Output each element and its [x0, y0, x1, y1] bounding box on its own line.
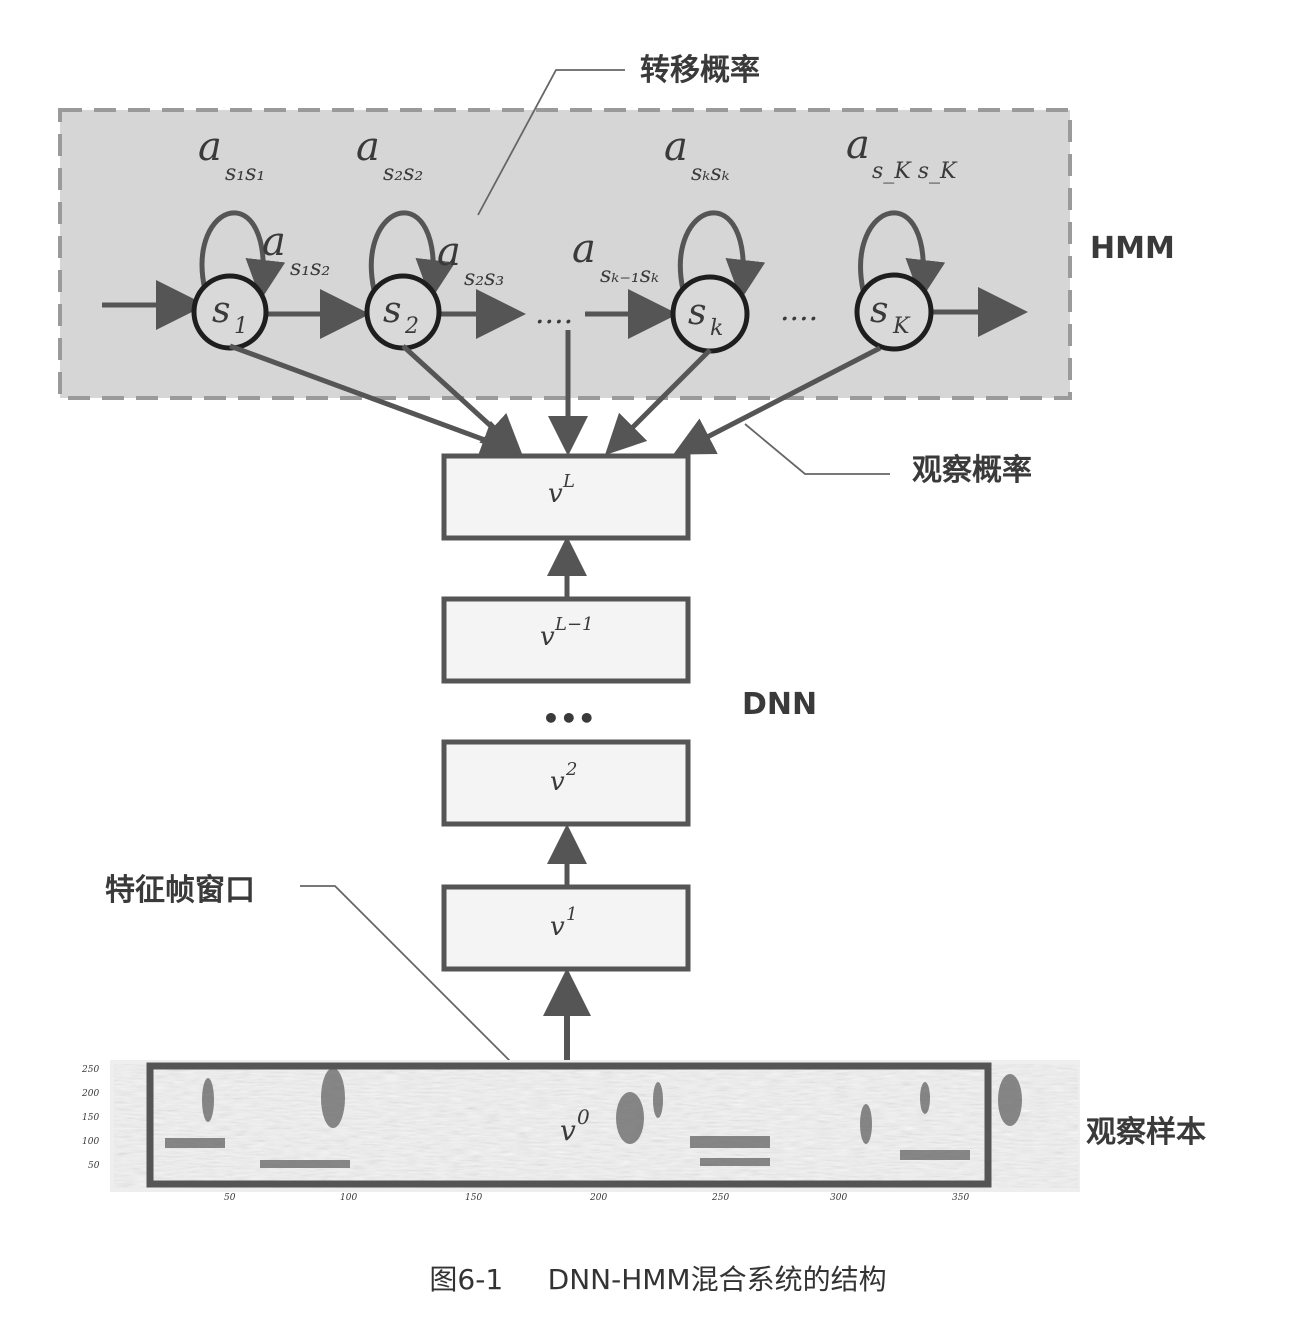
self-loop-sk: [677, 210, 766, 300]
x-tick-300: 300: [830, 1193, 847, 1203]
observation-prob-pointer: [744, 423, 890, 475]
svg-text:s₁s₁: s₁s₁: [225, 161, 265, 186]
feature-window-label: 特征帧窗口: [105, 873, 255, 908]
y-tick-200: 200: [81, 1089, 99, 1099]
self-loop-s2: [368, 210, 456, 300]
svg-text:0: 0: [577, 1105, 590, 1129]
y-tick-50: 50: [88, 1161, 100, 1171]
forward-transition-label-1: a s₁s₂: [262, 219, 330, 281]
state-sK-sub: K: [892, 314, 911, 339]
self-transition-label-K: a s_K s_K: [846, 122, 958, 184]
self-loop-s1: [199, 210, 286, 300]
x-tick-250: 250: [711, 1193, 729, 1203]
x-tick-100: 100: [340, 1193, 357, 1203]
svg-text:s_K s_K: s_K s_K: [872, 159, 958, 184]
layer-vL: v L: [441, 453, 691, 541]
svg-text:s₂s₂: s₂s₂: [383, 161, 423, 186]
state-sk-sub: k: [710, 316, 723, 341]
x-tick-150: 150: [465, 1193, 482, 1203]
state-s2: s 2: [364, 273, 442, 351]
self-transition-label-1: a s₁s₁: [198, 124, 265, 186]
svg-text:a: a: [664, 124, 688, 170]
svg-text:v: v: [540, 622, 555, 652]
emission-arrow-s2: [401, 344, 523, 455]
layer-ellipsis: •••: [542, 702, 596, 735]
x-tick-350: 350: [952, 1193, 969, 1203]
svg-text:sₖ₋₁sₖ: sₖ₋₁sₖ: [600, 263, 659, 288]
forward-transition-label-k: a sₖ₋₁sₖ: [572, 226, 659, 288]
emission-arrow-sk: [604, 348, 712, 456]
self-transition-label-2: a s₂s₂: [356, 124, 423, 186]
svg-text:a: a: [572, 226, 596, 272]
state-s2-sub: 2: [404, 314, 419, 339]
svg-text:a: a: [198, 124, 222, 170]
figure-caption: 图6-1 DNN-HMM混合系统的结构: [429, 1263, 887, 1296]
layer-v0: v 0: [560, 1105, 590, 1147]
svg-text:a: a: [356, 124, 380, 170]
layer-v1: v 1: [441, 884, 691, 972]
y-tick-100: 100: [82, 1137, 99, 1147]
svg-text:s₂s₃: s₂s₃: [464, 266, 504, 291]
observation-sample-label: 观察样本: [1086, 1115, 1206, 1150]
layer-v2: v 2: [441, 739, 691, 827]
emission-arrow-s1: [229, 343, 522, 459]
svg-text:v: v: [560, 1114, 576, 1147]
y-tick-250: 250: [81, 1065, 99, 1075]
emission-arrow-sK: [673, 345, 882, 455]
x-tick-50: 50: [224, 1193, 236, 1203]
y-tick-150: 150: [82, 1113, 99, 1123]
svg-text:v: v: [550, 912, 565, 942]
state-sk-base: s: [688, 292, 706, 333]
self-transition-label-k: a sₖsₖ: [664, 124, 730, 186]
diagram-canvas: 转移概率 HMM .... .... s 1 s 2 s k s K a s₁s…: [58, 53, 1206, 1203]
svg-text:a: a: [437, 229, 461, 275]
self-loop-sK: [858, 210, 946, 300]
feature-window-pointer: [300, 885, 516, 1067]
x-tick-200: 200: [589, 1193, 607, 1203]
state-s2-base: s: [383, 290, 401, 331]
state-s1-base: s: [212, 290, 230, 331]
transition-prob-label: 转移概率: [640, 53, 760, 88]
dnn-label: DNN: [742, 687, 817, 722]
feature-window-frame: [146, 1062, 992, 1188]
spectrogram: 250 200 150 100 50 50 100 150 200 250 30…: [81, 1060, 1080, 1203]
svg-text:L: L: [562, 471, 575, 492]
state-sK: s K: [854, 272, 934, 352]
hmm-label: HMM: [1090, 231, 1175, 266]
svg-text:sₖsₖ: sₖsₖ: [691, 161, 730, 186]
svg-text:v: v: [550, 767, 565, 797]
state-sK-base: s: [870, 290, 888, 331]
state-ellipsis-1: ....: [535, 296, 573, 331]
transition-prob-pointer: [477, 69, 625, 216]
svg-text:L−1: L−1: [554, 614, 594, 635]
observation-prob-label: 观察概率: [912, 453, 1032, 488]
svg-text:1: 1: [566, 904, 577, 925]
state-s1-sub: 1: [234, 314, 248, 339]
forward-transition-label-2: a s₂s₃: [437, 229, 504, 291]
svg-text:s₁s₂: s₁s₂: [290, 256, 330, 281]
svg-text:v: v: [548, 479, 563, 509]
svg-text:2: 2: [565, 759, 577, 780]
state-s1: s 1: [191, 273, 269, 351]
layer-vL-1: v L−1: [441, 596, 691, 684]
svg-text:a: a: [846, 122, 870, 168]
state-sk: s k: [670, 274, 750, 354]
svg-text:a: a: [262, 219, 286, 265]
state-ellipsis-2: ....: [780, 293, 818, 328]
